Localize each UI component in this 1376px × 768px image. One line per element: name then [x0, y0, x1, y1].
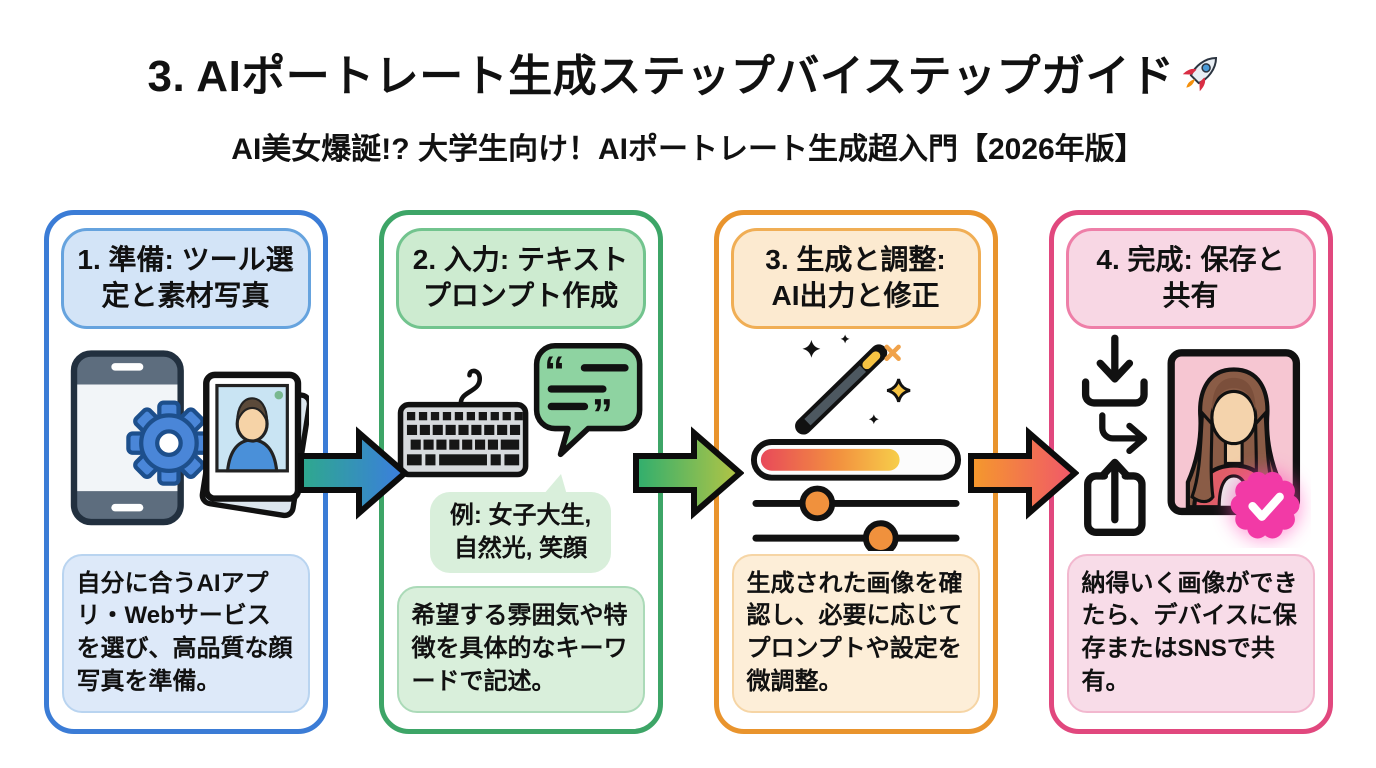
step-1-illustration: [70, 350, 309, 526]
speech-bubble-quote-icon: “ ”: [533, 343, 642, 458]
step-2-description: 希望する雰囲気や特徴を具体的なキーワードで記述。: [396, 586, 645, 713]
step-3-header-line-2: AI出力と修正: [771, 280, 940, 312]
sliders-icon: [751, 485, 960, 552]
prompt-example-bubble: 例: 女子大生, 自然光, 笑顔: [429, 474, 612, 573]
prompt-example-line-1: 例: 女子大生,: [449, 502, 592, 530]
step-3-header-badge: 3. 生成と調整: AI出力と修正: [730, 228, 981, 329]
check-badge-icon: [1229, 469, 1301, 541]
svg-text:“: “: [543, 348, 564, 395]
share-icon: [1083, 458, 1146, 537]
flow-gap-2: [633, 210, 744, 734]
page-title: 3. AIポートレート生成ステップバイステップガイド: [147, 52, 1175, 101]
step-3-icons: [719, 329, 993, 554]
step-2-icons: “ ” 例: 女子大生, 自然光, 笑顔: [384, 329, 658, 587]
steps-flow: 1. 準備: ツール選 定と素材写真: [0, 210, 1376, 734]
flow-arrow-1: [298, 426, 409, 520]
step-3-illustration: [750, 334, 961, 552]
step-card-1: 1. 準備: ツール選 定と素材写真: [43, 210, 328, 734]
title-row: 3. AIポートレート生成ステップバイステップガイド 🚀: [0, 0, 1376, 104]
photo-portrait-icon: [199, 371, 309, 519]
step-1-header-line-1: 1. 準備: ツール選: [77, 244, 294, 275]
magic-wand-icon: [794, 334, 910, 435]
step-3-description: 生成された画像を確認し、必要に応じてプロンプトや設定を微調整。: [731, 553, 980, 713]
flow-gap-3: [968, 210, 1079, 734]
step-1-header-line-2: 定と素材写真: [101, 280, 270, 312]
redirect-arrow-icon: [1098, 412, 1147, 455]
gear-icon: [125, 400, 212, 486]
step-4-illustration: [1081, 334, 1301, 541]
flow-arrow-2: [633, 426, 744, 520]
step-card-4: 4. 完成: 保存と 共有: [1048, 210, 1333, 734]
download-icon: [1081, 334, 1148, 407]
step-2-header-line-2: プロンプト作成: [422, 280, 619, 312]
step-3-header-line-1: 3. 生成と調整:: [765, 244, 946, 275]
flow-gap-1: [298, 210, 409, 734]
step-2-header-line-1: 2. 入力: テキスト: [412, 244, 629, 275]
step-4-description: 納得いく画像ができたら、デバイスに保存またはSNSで共有。: [1066, 553, 1315, 713]
step-1-description: 自分に合うAIアプリ・Webサービスを選び、高品質な顔写真を準備。: [61, 553, 310, 713]
step-4-header-badge: 4. 完成: 保存と 共有: [1065, 228, 1316, 329]
rocket-icon: [1183, 56, 1218, 92]
keyboard-icon: [397, 368, 528, 478]
progress-bar-icon: [750, 439, 961, 481]
step-1-header-badge: 1. 準備: ツール選 定と素材写真: [60, 228, 311, 329]
step-card-3: 3. 生成と調整: AI出力と修正: [713, 210, 998, 734]
step-1-icons: [49, 329, 323, 554]
step-4-header-line-2: 共有: [1162, 280, 1219, 312]
step-card-2: 2. 入力: テキスト プロンプト作成: [378, 210, 663, 734]
step-2-illustration: “ ”: [397, 343, 642, 478]
page-subtitle: AI美女爆誕!? 大学生向け！AIポートレート生成超入門【2026年版】: [231, 133, 1145, 166]
flow-arrow-3: [968, 426, 1079, 520]
step-4-header-line-1: 4. 完成: 保存と: [1096, 244, 1285, 275]
step-2-header-badge: 2. 入力: テキスト プロンプト作成: [395, 228, 646, 329]
prompt-example-line-2: 自然光, 笑顔: [453, 534, 588, 562]
step-4-icons: [1054, 329, 1328, 554]
svg-text:”: ”: [591, 391, 612, 438]
